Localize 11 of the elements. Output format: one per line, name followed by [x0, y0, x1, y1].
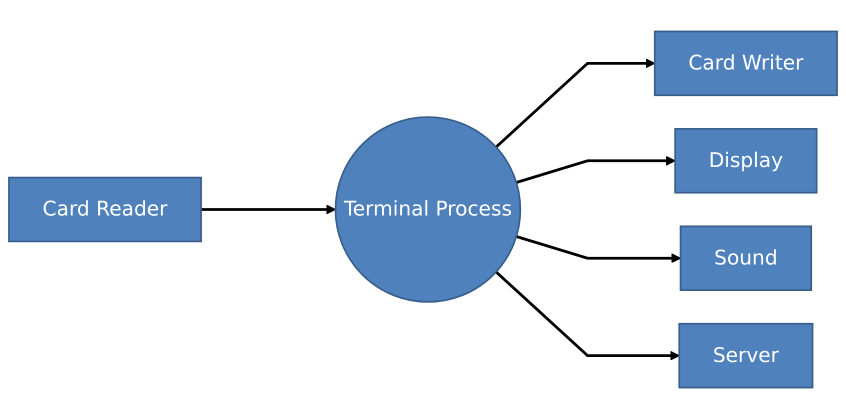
- arrow: [516, 235, 681, 264]
- arrow: [516, 156, 676, 184]
- node-circle: Terminal Process: [334, 116, 522, 303]
- node-box: Display: [674, 128, 818, 194]
- node-box: Server: [678, 322, 814, 388]
- node-box: Card Reader: [8, 176, 202, 242]
- node-box: Card Writer: [654, 30, 838, 96]
- arrow: [495, 58, 656, 148]
- arrow: [495, 270, 680, 361]
- node-box: Sound: [680, 225, 812, 291]
- arrow: [201, 204, 336, 214]
